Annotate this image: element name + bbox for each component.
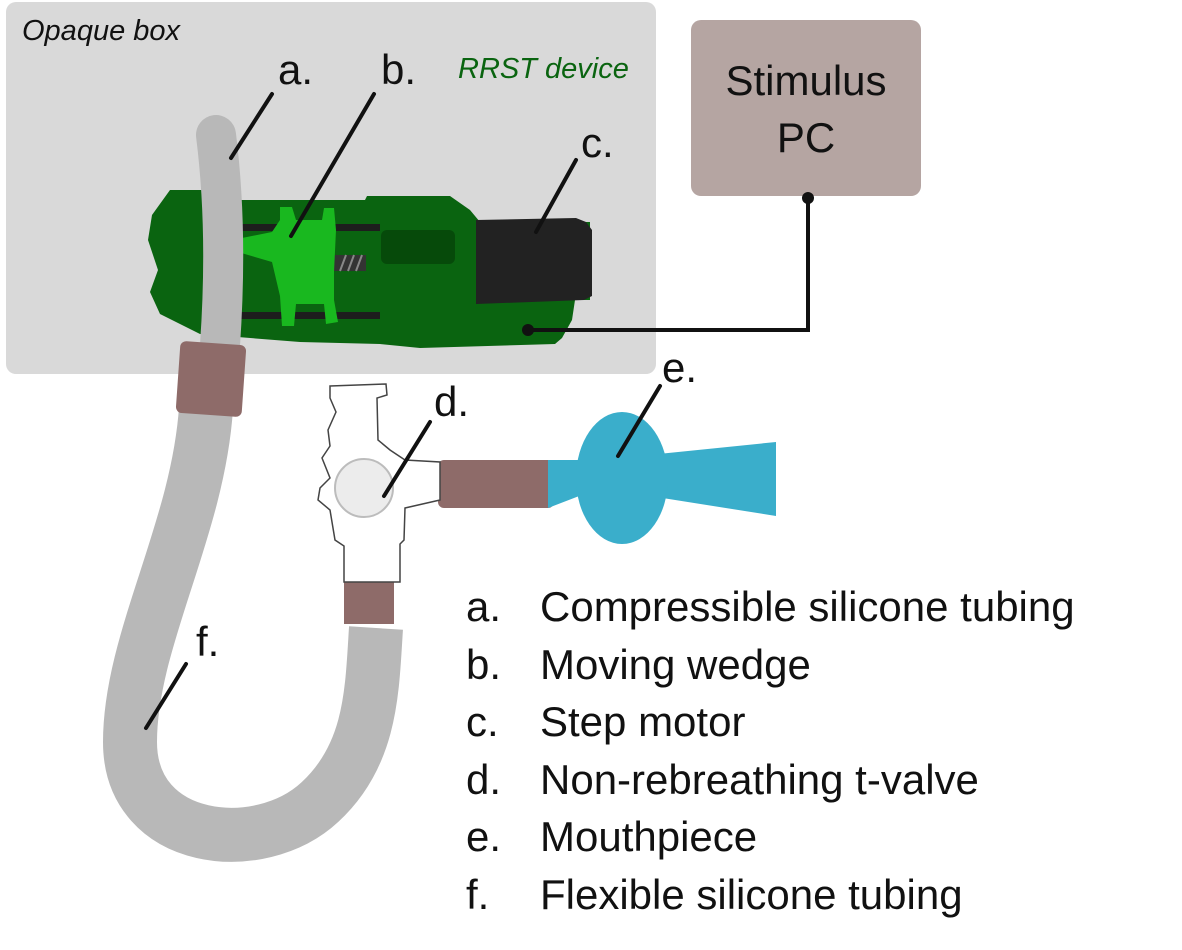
legend-item-d: d. Non-rebreathing t-valve (466, 751, 1075, 809)
callout-b: b. (381, 46, 416, 93)
legend-item-c: c. Step motor (466, 693, 1075, 751)
step-motor (476, 218, 592, 304)
legend-text: Mouthpiece (540, 813, 758, 860)
moving-wedge (232, 207, 338, 326)
legend-text: Flexible silicone tubing (540, 870, 963, 918)
stimulus-pc-label-line1: Stimulus (725, 57, 886, 104)
mouthpiece-connector (438, 460, 554, 508)
legend-text: Moving wedge (540, 640, 811, 688)
legend-item-e: e. Mouthpiece (466, 808, 1075, 866)
device-rail-bottom (230, 312, 380, 319)
legend-text: Step motor (540, 698, 746, 745)
legend-key: c. (466, 698, 499, 745)
stimulus-cable (526, 196, 810, 332)
flexible-tubing (102, 405, 403, 862)
t-valve (317, 383, 441, 583)
callout-a: a. (278, 46, 313, 93)
device-spring (334, 254, 366, 272)
callout-line-f (144, 662, 188, 730)
legend-key: b. (466, 640, 502, 688)
callout-line-b (289, 92, 376, 238)
device-window (381, 230, 455, 264)
legend-key: e. (466, 813, 502, 860)
callout-line-c (534, 158, 578, 234)
opaque-box-title: Opaque box (22, 15, 182, 47)
cable-end-pc (802, 192, 814, 204)
rrst-device-label: RRST device (458, 53, 629, 85)
legend-key: f. (466, 870, 490, 918)
legend-item-f: f. Flexible silicone tubing (466, 866, 1075, 924)
callout-line-a (229, 92, 274, 160)
legend-item-a: a. Compressible silicone tubing (466, 578, 1075, 636)
legend-list: a. Compressible silicone tubing b. Moving … (466, 578, 1075, 923)
callout-e: e. (662, 344, 697, 391)
mouthpiece (548, 412, 776, 544)
rrst-device (148, 190, 592, 348)
cable-end-device (522, 324, 534, 336)
callout-f: f. (196, 618, 219, 665)
legend-text: Compressible silicone tubing (540, 583, 1075, 630)
callout-d: d. (434, 378, 469, 425)
t-valve-membrane (334, 458, 394, 518)
legend-item-b: b. Moving wedge (466, 636, 1075, 694)
callout-line-e (616, 384, 662, 458)
stimulus-pc-box (691, 20, 921, 196)
tubing-connector-top (175, 341, 247, 417)
stimulus-pc-label-line2: PC (777, 114, 835, 161)
legend-key: a. (466, 583, 502, 630)
callout-line-d (382, 420, 432, 498)
compressible-tubing (196, 115, 244, 365)
callout-c: c. (581, 119, 614, 166)
legend-key: d. (466, 755, 502, 803)
legend-text: Non-rebreathing t-valve (540, 755, 979, 803)
